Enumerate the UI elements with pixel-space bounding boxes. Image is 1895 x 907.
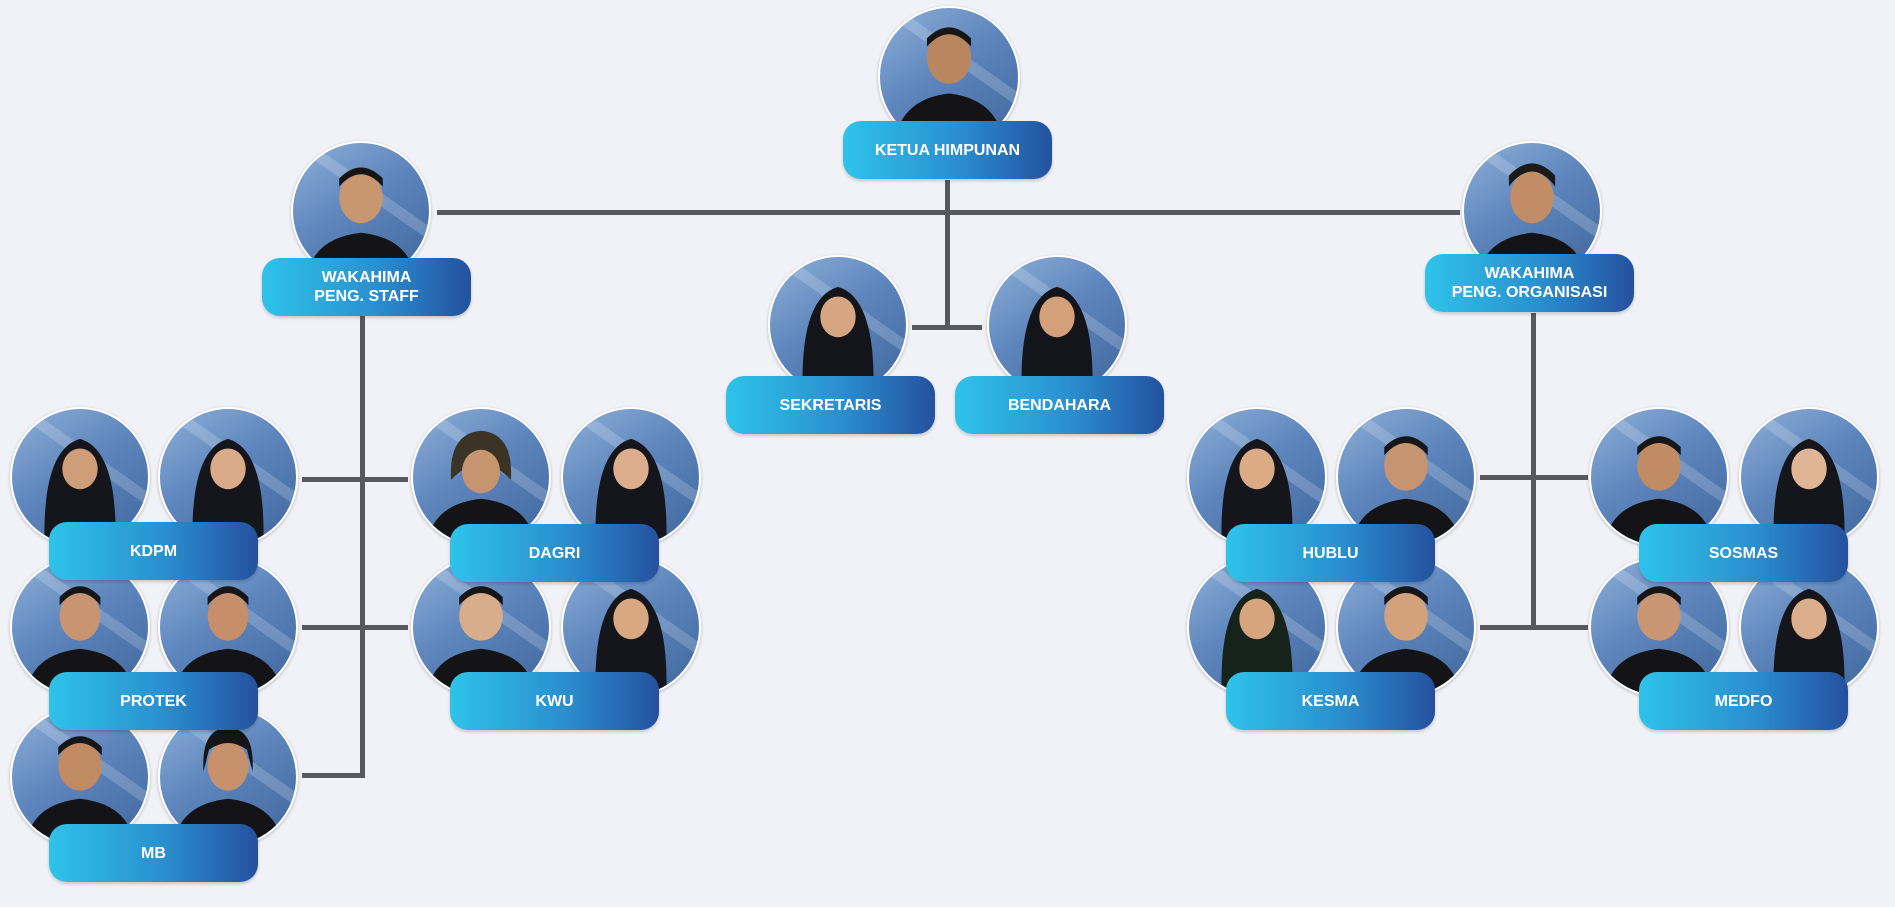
connector-kesma-branch [1480, 625, 1588, 630]
protek-text: PROTEK [120, 692, 187, 710]
medfo-text: MEDFO [1714, 692, 1773, 710]
bendahara-text: BENDAHARA [1007, 396, 1112, 414]
kdpm-text: KDPM [129, 542, 178, 560]
person-icon [595, 588, 667, 695]
wakahima-org-line-1: WAKAHIMA [1484, 265, 1575, 282]
sekretaris-label: SEKRETARIS [726, 376, 935, 434]
wakahima-org-line-2: PENG. ORGANISASI [1451, 284, 1608, 301]
connector-sekretaris-bendahara [912, 325, 982, 330]
person-icon [595, 438, 667, 545]
dagri-label: DAGRI [450, 524, 659, 582]
hublu-text: HUBLU [1302, 544, 1359, 562]
connector-staff-vertical [360, 316, 365, 778]
sosmas-photo-1 [1589, 407, 1729, 547]
wakahima-staff-label: WAKAHIMA PENG. STAFF [262, 258, 471, 316]
person-icon [1773, 438, 1845, 545]
person-icon [1221, 438, 1293, 545]
bendahara-photo [987, 255, 1127, 395]
dagri-photo-2 [561, 407, 701, 547]
hublu-label: HUBLU [1226, 524, 1435, 582]
person-icon [802, 286, 874, 393]
kwu-text: KWU [535, 692, 574, 710]
dagri-text: DAGRI [528, 544, 581, 562]
person-icon [44, 438, 116, 545]
connector-ketua-down [945, 180, 950, 328]
wakahima-org-text: WAKAHIMA PENG. ORGANISASI [1452, 264, 1608, 302]
kdpm-label: KDPM [49, 522, 258, 580]
ketua-himpunan-text: KETUA HIMPUNAN [874, 141, 1021, 159]
sekretaris-photo [768, 255, 908, 395]
connector-mb-branch [302, 773, 365, 778]
wakahima-staff-line-1: WAKAHIMA [321, 269, 412, 286]
connector-protek-branch [302, 625, 408, 630]
connector-kdpm-branch [302, 477, 408, 482]
connector-org-vertical [1531, 313, 1536, 629]
person-icon [1021, 286, 1093, 393]
kwu-label: KWU [450, 672, 659, 730]
person-icon [1773, 588, 1845, 695]
kesma-label: KESMA [1226, 672, 1435, 730]
mb-text: MB [141, 844, 166, 862]
wakahima-org-label: WAKAHIMA PENG. ORGANISASI [1425, 254, 1634, 312]
wakahima-staff-text: WAKAHIMA PENG. STAFF [314, 268, 419, 306]
protek-label: PROTEK [49, 672, 258, 730]
bendahara-label: BENDAHARA [955, 376, 1164, 434]
person-icon [192, 438, 264, 545]
sosmas-photo-2 [1739, 407, 1879, 547]
kesma-text: KESMA [1301, 692, 1360, 710]
sekretaris-text: SEKRETARIS [779, 396, 882, 414]
medfo-label: MEDFO [1639, 672, 1848, 730]
connector-main-horizontal [437, 210, 1460, 215]
ketua-himpunan-label: KETUA HIMPUNAN [843, 121, 1052, 179]
sosmas-label: SOSMAS [1639, 524, 1848, 582]
sosmas-text: SOSMAS [1708, 544, 1779, 562]
person-icon [1221, 588, 1293, 695]
mb-label: MB [49, 824, 258, 882]
connector-hublu-branch [1480, 475, 1588, 480]
hublu-photo-1 [1187, 407, 1327, 547]
wakahima-staff-line-2: PENG. STAFF [314, 288, 419, 305]
